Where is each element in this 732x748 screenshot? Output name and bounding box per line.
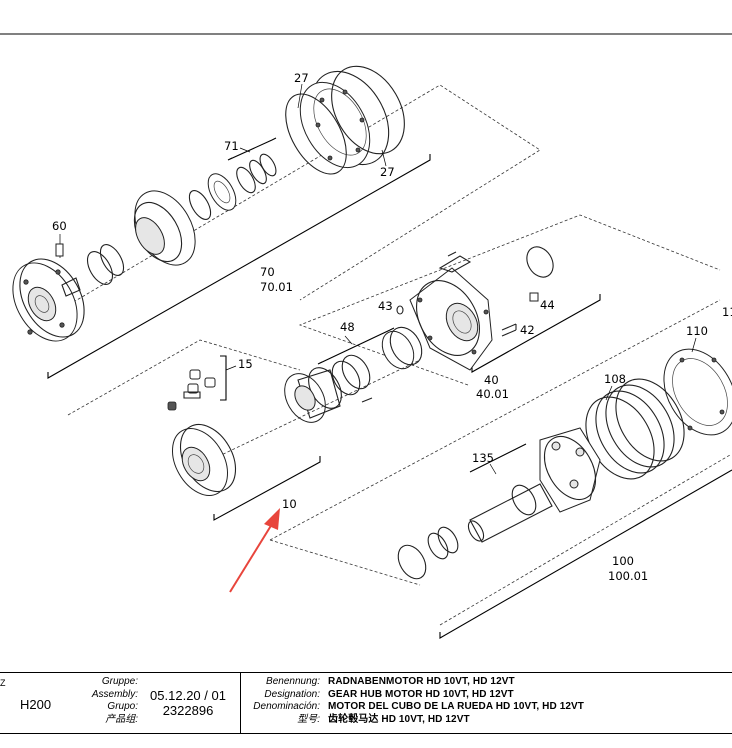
exploded-parts-drawing: 27 27 71 60 70 70.01 43 44 42 48 40 40.0… — [0, 33, 732, 639]
part-15-pistons — [167, 369, 216, 411]
part-43-44-42-fasteners — [396, 251, 539, 337]
label-grupo: Grupo: — [107, 701, 138, 712]
label-assembly: Assembly: — [91, 688, 138, 700]
name-english: GEAR HUB MOTOR HD 10VT, HD 12VT — [328, 688, 514, 700]
group-70-envelope — [47, 84, 541, 379]
callout-42: 42 — [520, 323, 535, 337]
part-hub-spindle — [86, 190, 196, 285]
callout-100-01: 100.01 — [608, 569, 648, 583]
callout-48: 48 — [340, 320, 355, 334]
callout-71: 71 — [224, 139, 239, 153]
part-27-housing — [285, 65, 405, 175]
callout-110: 110 — [686, 324, 708, 338]
title-block-edge-text: ZE — [0, 678, 6, 688]
label-designation: Designation: — [264, 688, 320, 700]
part-71-bearing-set — [188, 153, 277, 220]
part-135-shaft-carrier — [467, 427, 601, 543]
callout-108: 108 — [604, 372, 626, 386]
title-block-code: H200 — [20, 697, 52, 712]
group-100-envelope — [269, 299, 732, 639]
part-cylinder-block — [284, 367, 373, 423]
part-60-wheel-flange — [12, 258, 85, 342]
label-xinghao: 型号: — [297, 713, 320, 725]
callout-60: 60 — [52, 219, 67, 233]
label-chanpinzu: 产品组: — [105, 713, 138, 725]
name-spanish: MOTOR DEL CUBO DE LA RUEDA HD 10VT, HD 1… — [328, 701, 584, 712]
callout-44: 44 — [540, 298, 555, 312]
title-block-left-labels: Gruppe: Assembly: Grupo: 产品组: — [76, 673, 138, 736]
callout-40: 40 — [484, 373, 499, 387]
name-german: RADNABENMOTOR HD 10VT, HD 12VT — [328, 676, 515, 687]
part-valve-hub — [172, 424, 237, 496]
group-10-envelope — [67, 339, 421, 521]
label-denominacion: Denominación: — [253, 701, 320, 712]
callout-27-lower: 27 — [380, 165, 395, 179]
callout-40-01: 40.01 — [476, 387, 509, 401]
callout-43: 43 — [378, 299, 393, 313]
part-110-cover — [663, 348, 732, 436]
callout-27-upper: 27 — [294, 71, 309, 85]
part-100-seals — [397, 526, 459, 580]
name-chinese: 齿轮毂马达 HD 10VT, HD 12VT — [328, 713, 470, 725]
assembly-value: 05.12.20 / 01 — [150, 688, 226, 703]
part-40-motor-housing — [409, 255, 493, 371]
callout-11-clipped: 11 — [722, 305, 732, 319]
group-40-envelope — [298, 214, 721, 386]
label-gruppe: Gruppe: — [101, 676, 138, 687]
label-benennung: Benennung: — [266, 676, 320, 687]
red-arrow — [229, 508, 280, 593]
callout-10: 10 — [282, 497, 297, 511]
callout-15: 15 — [238, 357, 253, 371]
callout-135: 135 — [472, 451, 494, 465]
title-block-left-values: 05.12.20 / 01 2322896 — [140, 673, 236, 748]
callout-70: 70 — [260, 265, 275, 279]
group-value: 2322896 — [162, 703, 214, 718]
title-block: ZE H200 Gruppe: Assembly: Grupo: 产品组: 05… — [0, 672, 732, 734]
title-block-right-labels: Benennung: Designation: Denominación: 型号… — [242, 673, 320, 736]
callout-100: 100 — [612, 554, 634, 568]
part-oring-top — [526, 246, 554, 278]
part-48-piston-rings — [331, 326, 423, 396]
callout-70-01: 70.01 — [260, 280, 293, 294]
title-block-names: RADNABENMOTOR HD 10VT, HD 12VT GEAR HUB … — [328, 673, 728, 736]
title-block-separator — [240, 673, 241, 733]
